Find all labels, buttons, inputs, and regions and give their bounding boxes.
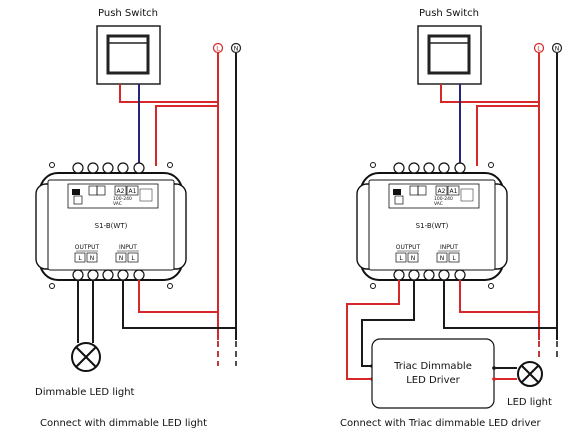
left-bus-live-symbol: L <box>212 42 224 54</box>
right-driver-line2: LED Driver <box>406 375 460 386</box>
right-switch-title: Push Switch <box>419 8 479 19</box>
right-input-n: N <box>440 255 445 262</box>
right-bus-continuation <box>538 341 558 357</box>
right-lamp-icon <box>517 361 543 387</box>
left-term-a2-label: A2 <box>117 188 125 195</box>
right-load-label: LED light <box>507 397 552 408</box>
right-model-label: S1-B(WT) <box>416 222 449 230</box>
right-output-n-wire <box>361 280 415 367</box>
left-controller: A2 A1 S1-B(WT) OUTPUT L N INPUT N L <box>35 162 187 289</box>
left-caption: Connect with dimmable LED light <box>40 418 207 429</box>
right-output-l-wire <box>346 280 400 380</box>
right-output-label: OUTPUT <box>396 244 421 251</box>
left-switch-title: Push Switch <box>98 8 158 19</box>
right-ac-rating-label: 100-240 <box>434 196 453 202</box>
right-controller: A2 A1 S1-B(WT) OUTPUT L N INPUT N L <box>356 162 508 289</box>
right-diagram: Push Switch L N <box>340 8 563 429</box>
right-output-n: N <box>411 255 416 262</box>
right-ac-rating-label: VAC <box>434 201 443 207</box>
left-switch-live-wire <box>119 84 218 103</box>
left-bus-continuation <box>217 341 237 366</box>
left-bus-live-label: L <box>216 45 220 53</box>
left-input-l: L <box>131 255 135 262</box>
left-term-a1-label: A1 <box>129 188 137 195</box>
left-lamp-icon <box>71 342 101 372</box>
left-diagram: Push Switch L N <box>35 8 242 429</box>
right-switch-a1-wire <box>476 105 539 166</box>
left-model-label: S1-B(WT) <box>95 222 128 230</box>
right-driver-line1: Triac Dimmable <box>393 361 472 372</box>
left-output-n: N <box>90 255 95 262</box>
left-input-neutral-wire <box>122 280 236 329</box>
right-term-a2-label: A2 <box>438 188 446 195</box>
right-input-live-wire <box>459 280 539 313</box>
right-output-l: L <box>399 255 403 262</box>
right-input-label: INPUT <box>440 244 458 251</box>
left-switch-a1-wire <box>155 105 218 166</box>
right-bus-live-label: L <box>537 45 541 53</box>
left-load-label: Dimmable LED light <box>35 387 135 398</box>
right-switch-live-wire <box>440 84 539 103</box>
right-push-switch <box>417 25 482 85</box>
right-caption: Connect with Triac dimmable LED driver <box>340 418 542 429</box>
right-bus-live-symbol: L <box>533 42 545 54</box>
right-input-neutral-wire <box>443 280 557 329</box>
right-input-l: L <box>452 255 456 262</box>
left-ac-rating-label: 100-240 <box>113 196 132 202</box>
left-bus-neutral-label: N <box>234 45 239 53</box>
right-bus-neutral-label: N <box>555 45 560 53</box>
left-push-switch <box>96 25 161 85</box>
right-term-a1-label: A1 <box>450 188 458 195</box>
left-bus-neutral-symbol: N <box>230 42 242 54</box>
left-input-n: N <box>119 255 124 262</box>
left-input-label: INPUT <box>119 244 137 251</box>
left-ac-rating-label: VAC <box>113 201 122 207</box>
left-input-live-wire <box>138 280 218 313</box>
right-bus-neutral-symbol: N <box>551 42 563 54</box>
left-output-label: OUTPUT <box>75 244 100 251</box>
right-led-driver: Triac Dimmable LED Driver <box>371 338 495 409</box>
left-output-l: L <box>78 255 82 262</box>
